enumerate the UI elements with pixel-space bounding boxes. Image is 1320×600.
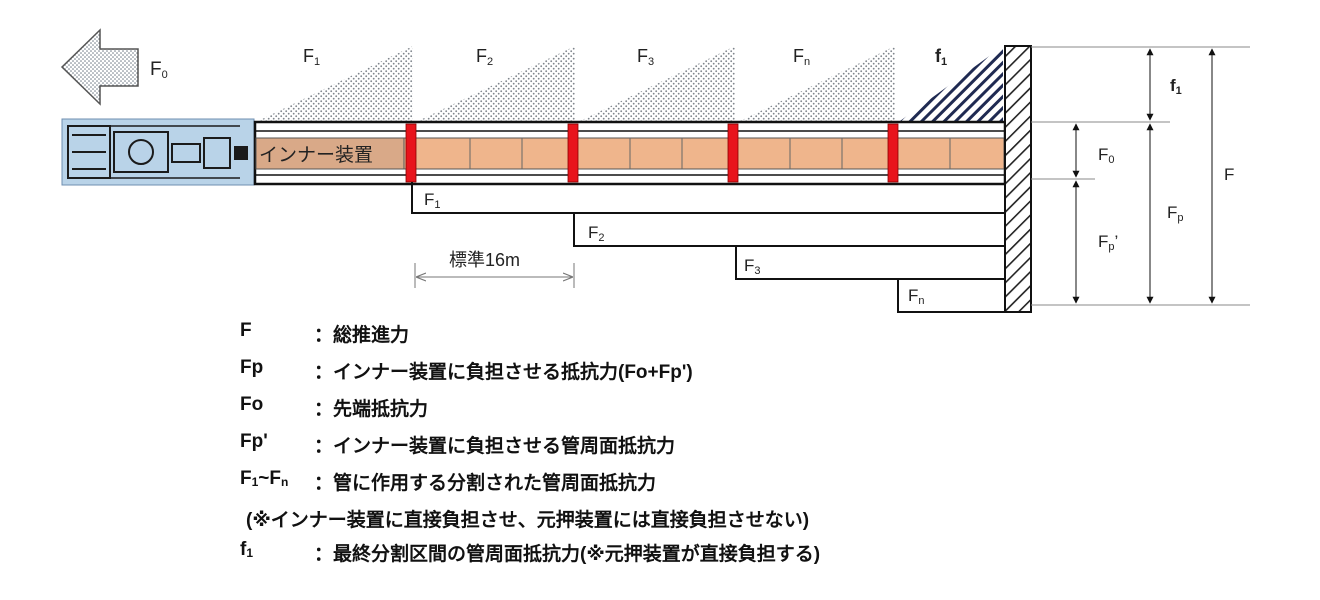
legend-description: ：インナー装置に負担させる抵抗力(Fo+Fp') [314, 362, 693, 383]
inner-jacks [405, 123, 899, 183]
legend-symbol: F [240, 320, 252, 341]
legend-note-text: (※インナー装置に直接負担させ、元押装置には直接負担させない) [246, 510, 810, 531]
legend-item: Fp' ：インナー装置に負担させる管周面抵抗力 [240, 431, 1000, 468]
resistance-triangles: F1 F2 F3 Fn f1 [258, 46, 1003, 121]
pipe-string: インナー装置 [253, 120, 1007, 186]
triangle-last-label: f1 [935, 46, 947, 68]
standard-length-label: 標準16m [449, 250, 520, 270]
legend-item: F1~Fn ：管に作用する分割された管周面抵抗力 [240, 468, 1000, 505]
legend-description: ：インナー装置に負担させる管周面抵抗力 [314, 436, 676, 457]
legend-symbol: Fo [240, 394, 264, 415]
triangle-f1-label: F1 [303, 46, 320, 68]
thrust-arrow: F0 [60, 28, 168, 106]
legend-item: f1 ：最終分割区間の管周面抵抗力(※元押装置が直接負担する) [240, 539, 1000, 576]
legend-note: (※インナー装置に直接負担させ、元押装置には直接負担させない) [240, 505, 1000, 539]
step-f1-label: F1 [424, 190, 441, 211]
dim-f1-label: f1 [1170, 76, 1182, 97]
legend-symbol: F1~Fn [240, 468, 289, 489]
force-dimensions [1031, 46, 1250, 306]
legend-item: Fp ：インナー装置に負担させる抵抗力(Fo+Fp') [240, 357, 1000, 394]
dim-total-label: F [1224, 165, 1234, 184]
dim-f0-label: F0 [1098, 145, 1115, 166]
triangle-f2 [418, 46, 575, 121]
legend-item: Fo ：先端抵抗力 [240, 394, 1000, 431]
pipe-label: インナー装置 [259, 144, 373, 166]
triangle-f3 [580, 46, 735, 121]
legend: F ：総推進力 Fp ：インナー装置に負担させる抵抗力(Fo+Fp') Fo ：… [240, 320, 1000, 576]
dim-fp-label: Fp [1167, 203, 1184, 224]
step-f3-label: F3 [744, 256, 761, 277]
legend-description: ：管に作用する分割された管周面抵抗力 [314, 473, 657, 494]
legend-symbol: f1 [240, 539, 254, 560]
triangle-fn-label: Fn [793, 46, 810, 68]
step-f2-label: F2 [588, 223, 605, 244]
legend-description: ：総推進力 [314, 325, 410, 346]
step-fn-label: Fn [908, 286, 925, 307]
legend-description: ：最終分割区間の管周面抵抗力(※元押装置が直接負担する) [314, 544, 821, 565]
triangle-f2-label: F2 [476, 46, 493, 68]
boring-machine [61, 118, 255, 186]
thrust-diagram: F0 F1 F2 F3 Fn f1 [60, 28, 1250, 313]
left-arrow-icon [60, 28, 139, 106]
legend-description: ：先端抵抗力 [314, 399, 429, 420]
triangle-fn [740, 46, 895, 121]
triangle-f1 [258, 46, 413, 121]
arrow-force-label: F0 [150, 59, 168, 81]
dim-fpp-label: Fp’ [1098, 232, 1118, 253]
step-blocks [411, 182, 1004, 313]
standard-length-dimension: 標準16m [414, 250, 575, 288]
legend-symbol: Fp [240, 357, 264, 378]
legend-symbol: Fp' [240, 431, 268, 452]
triangle-f3-label: F3 [637, 46, 654, 68]
reaction-wall [1004, 45, 1032, 313]
triangle-last [900, 46, 1003, 121]
legend-item: F ：総推進力 [240, 320, 1000, 357]
